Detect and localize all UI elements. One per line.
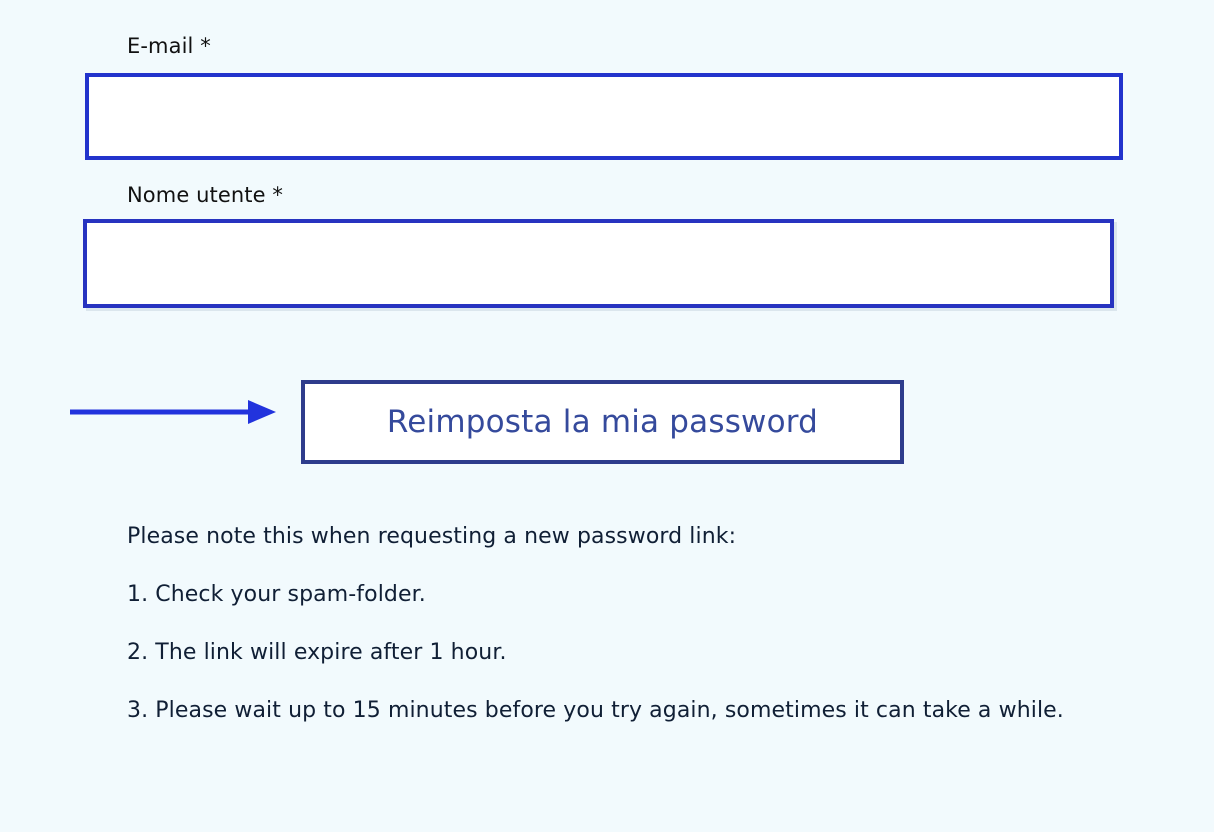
username-field-label: Nome utente * [127, 183, 284, 207]
email-input[interactable] [85, 73, 1123, 160]
note-item-3: 3. Please wait up to 15 minutes before y… [127, 698, 1064, 723]
note-item-1: 1. Check your spam-folder. [127, 582, 426, 607]
notes-block: Please note this when requesting a new p… [127, 518, 1087, 729]
notes-intro: Please note this when requesting a new p… [127, 524, 737, 549]
reset-password-button[interactable]: Reimposta la mia password [301, 380, 904, 464]
username-input[interactable] [83, 219, 1114, 308]
email-field-label: E-mail * [127, 34, 211, 58]
note-item-2: 2. The link will expire after 1 hour. [127, 640, 507, 665]
arrow-right-icon [70, 400, 276, 424]
